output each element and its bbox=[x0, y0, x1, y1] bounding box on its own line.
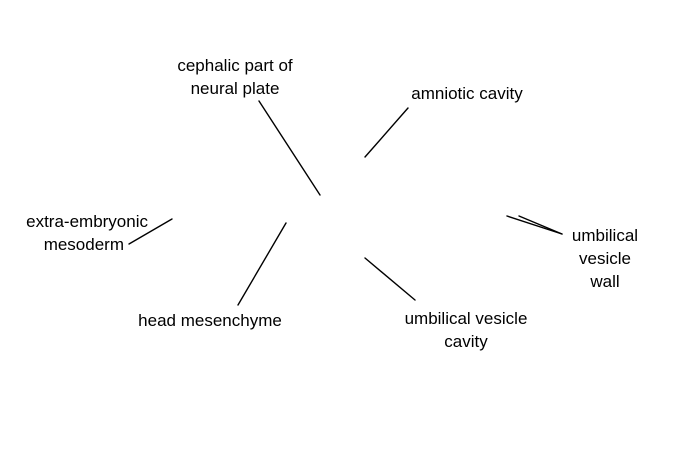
label-line: amniotic cavity bbox=[411, 84, 523, 103]
leader-line-head-mesenchyme bbox=[237, 222, 287, 306]
label-head-mesenchyme: head mesenchyme bbox=[120, 309, 300, 332]
leader-line-cephalic-neural-plate bbox=[258, 100, 321, 196]
leader-line-extra-embryonic-mesoderm bbox=[128, 218, 173, 245]
label-line: extra-embryonic bbox=[26, 212, 148, 231]
label-line: mesoderm bbox=[43, 235, 124, 254]
label-line: head mesenchyme bbox=[138, 311, 282, 330]
leader-line-umbilical-vesicle-cavity bbox=[364, 257, 416, 301]
label-umbilical-vesicle-wall: umbilical vesicle wall bbox=[560, 224, 650, 293]
label-umbilical-vesicle-cavity: umbilical vesicle cavity bbox=[372, 307, 560, 353]
label-line: wall bbox=[590, 272, 620, 291]
leader-line-amniotic-cavity bbox=[364, 107, 409, 158]
label-line: cephalic part of bbox=[177, 56, 293, 75]
label-amniotic-cavity: amniotic cavity bbox=[392, 82, 542, 105]
label-line: cavity bbox=[444, 332, 488, 351]
label-line: neural plate bbox=[190, 79, 280, 98]
label-line: umbilical vesicle bbox=[404, 309, 528, 328]
label-line: vesicle bbox=[579, 249, 631, 268]
leader-line-umbilical-vesicle-wall-b bbox=[518, 215, 563, 235]
label-cephalic-part-of-neural-plate: cephalic part of neural plate bbox=[140, 54, 330, 100]
label-extra-embryonic-mesoderm: extra-embryonic mesoderm bbox=[0, 210, 148, 256]
label-line: umbilical bbox=[571, 226, 639, 245]
leader-line-umbilical-vesicle-wall-a bbox=[506, 215, 563, 235]
